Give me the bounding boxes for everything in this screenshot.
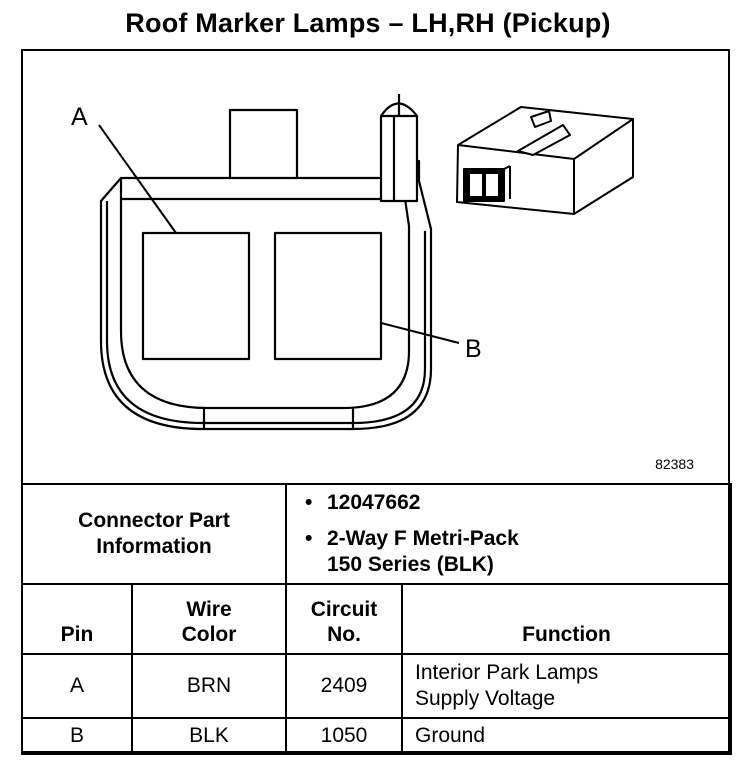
header-circuit: Circuit No. bbox=[285, 583, 403, 655]
wire-color-cell: BRN bbox=[131, 653, 287, 719]
wire-color-cell: BLK bbox=[131, 717, 287, 755]
callout-b-label: B bbox=[465, 335, 482, 363]
connector-info-table: Connector Part Information • 12047662 • … bbox=[21, 483, 732, 755]
function-cell: Interior Park Lamps Supply Voltage bbox=[401, 653, 732, 719]
bullet-icon: • bbox=[305, 491, 313, 514]
connector-description: • 2-Way F Metri-Pack bbox=[305, 527, 519, 550]
connector-isometric-view bbox=[456, 106, 634, 215]
callout-a-label: A bbox=[71, 103, 88, 131]
table-header-row: Pin Wire Color Circuit No. Function bbox=[21, 583, 732, 655]
connector-part-details: • 12047662 • 2-Way F Metri-Pack 150 Seri… bbox=[285, 483, 732, 585]
connector-lock-post bbox=[379, 102, 419, 203]
table-row: B BLK 1050 Ground bbox=[21, 717, 732, 755]
bullet-icon: • bbox=[305, 527, 313, 550]
connector-inner-outline bbox=[119, 197, 411, 410]
callout-a-leader bbox=[98, 124, 177, 234]
connector-diagram: A B bbox=[71, 94, 634, 431]
cavity-b bbox=[273, 231, 383, 361]
part-number: • 12047662 bbox=[305, 491, 421, 514]
header-wire-color: Wire Color bbox=[131, 583, 287, 655]
connector-part-label: Connector Part Information bbox=[21, 483, 287, 585]
circuit-cell: 2409 bbox=[285, 653, 403, 719]
header-function: Function bbox=[401, 583, 732, 655]
figure-number: 82383 bbox=[655, 456, 694, 472]
pin-cell: A bbox=[21, 653, 133, 719]
function-cell: Ground bbox=[401, 717, 732, 755]
page-title: Roof Marker Lamps – LH,RH (Pickup) bbox=[125, 8, 611, 38]
callout-b-leader bbox=[380, 322, 460, 344]
circuit-cell: 1050 bbox=[285, 717, 403, 755]
table-row: A BRN 2409 Interior Park Lamps Supply Vo… bbox=[21, 653, 732, 719]
connector-info-row: Connector Part Information • 12047662 • … bbox=[21, 483, 732, 585]
header-pin: Pin bbox=[21, 583, 133, 655]
pin-cell: B bbox=[21, 717, 133, 755]
cavity-a bbox=[141, 231, 251, 361]
connector-latch-tab bbox=[228, 108, 299, 181]
